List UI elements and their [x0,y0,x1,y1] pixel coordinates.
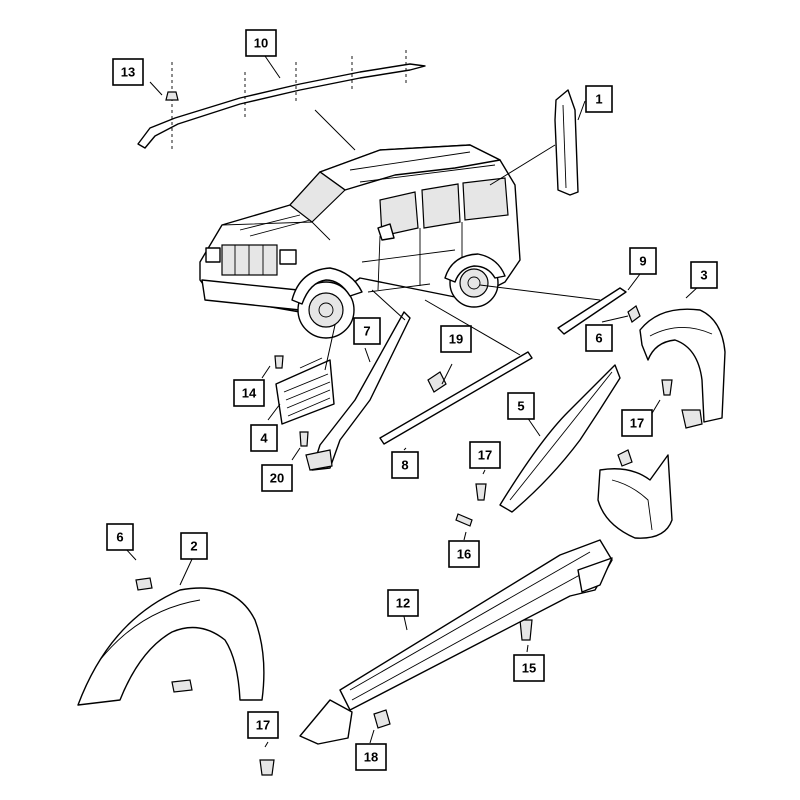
callout-labels: 1 2 3 4 5 6 6 7 8 9 10 1 [106,29,718,771]
callout-5: 5 [507,392,535,420]
svg-text:5: 5 [517,399,524,414]
clip-part [427,371,447,393]
svg-text:13: 13 [121,65,135,80]
running-board-part [299,539,613,745]
callout-17-right: 17 [621,409,653,437]
body-side-moulding-part [379,351,533,445]
svg-text:10: 10 [254,36,268,51]
svg-text:7: 7 [363,324,370,339]
svg-text:1: 1 [595,92,602,107]
callout-10: 10 [245,29,277,57]
svg-text:17: 17 [478,448,492,463]
svg-text:17: 17 [630,416,644,431]
callout-16: 16 [448,540,480,568]
svg-text:19: 19 [449,332,463,347]
callout-8: 8 [391,451,419,479]
front-fender-flare-part [77,587,265,706]
callout-15: 15 [513,654,545,682]
callout-2: 2 [180,532,208,560]
fasteners [135,355,673,776]
callout-6-upper: 6 [585,324,613,352]
callout-18: 18 [355,743,387,771]
pillar-moulding-part [305,311,411,471]
leader-lines [124,55,701,748]
callout-6-lower: 6 [106,523,134,551]
wheel-opening-moulding-part [499,364,621,513]
callout-9: 9 [629,247,657,275]
callout-17-lower: 17 [247,711,279,739]
svg-text:4: 4 [260,431,268,446]
svg-text:8: 8 [401,458,408,473]
callout-1: 1 [585,85,613,113]
callout-7: 7 [353,317,381,345]
callout-4: 4 [250,424,278,452]
svg-text:16: 16 [457,547,471,562]
callout-13: 13 [112,58,144,86]
rear-fender-flare-part [639,308,726,429]
roof-rail-part [137,50,426,150]
svg-text:6: 6 [116,530,123,545]
svg-text:3: 3 [700,268,707,283]
pillar-applique-part [554,89,579,196]
svg-text:2: 2 [190,539,197,554]
rear-mud-flap-part [597,449,673,539]
callout-19: 19 [440,325,472,353]
vehicle-illustration [199,144,521,339]
svg-text:12: 12 [396,596,410,611]
svg-text:9: 9 [639,254,646,269]
callout-17-middle: 17 [469,441,501,469]
svg-text:14: 14 [242,386,257,401]
callout-20: 20 [261,464,293,492]
small-moulding-part [557,287,641,335]
callout-12: 12 [387,589,419,617]
svg-text:20: 20 [270,471,284,486]
callout-3: 3 [690,261,718,289]
svg-text:18: 18 [364,750,378,765]
svg-text:17: 17 [256,718,270,733]
fender-vent-part [275,357,335,425]
svg-text:6: 6 [595,331,602,346]
svg-text:15: 15 [522,661,536,676]
callout-14: 14 [233,379,265,407]
